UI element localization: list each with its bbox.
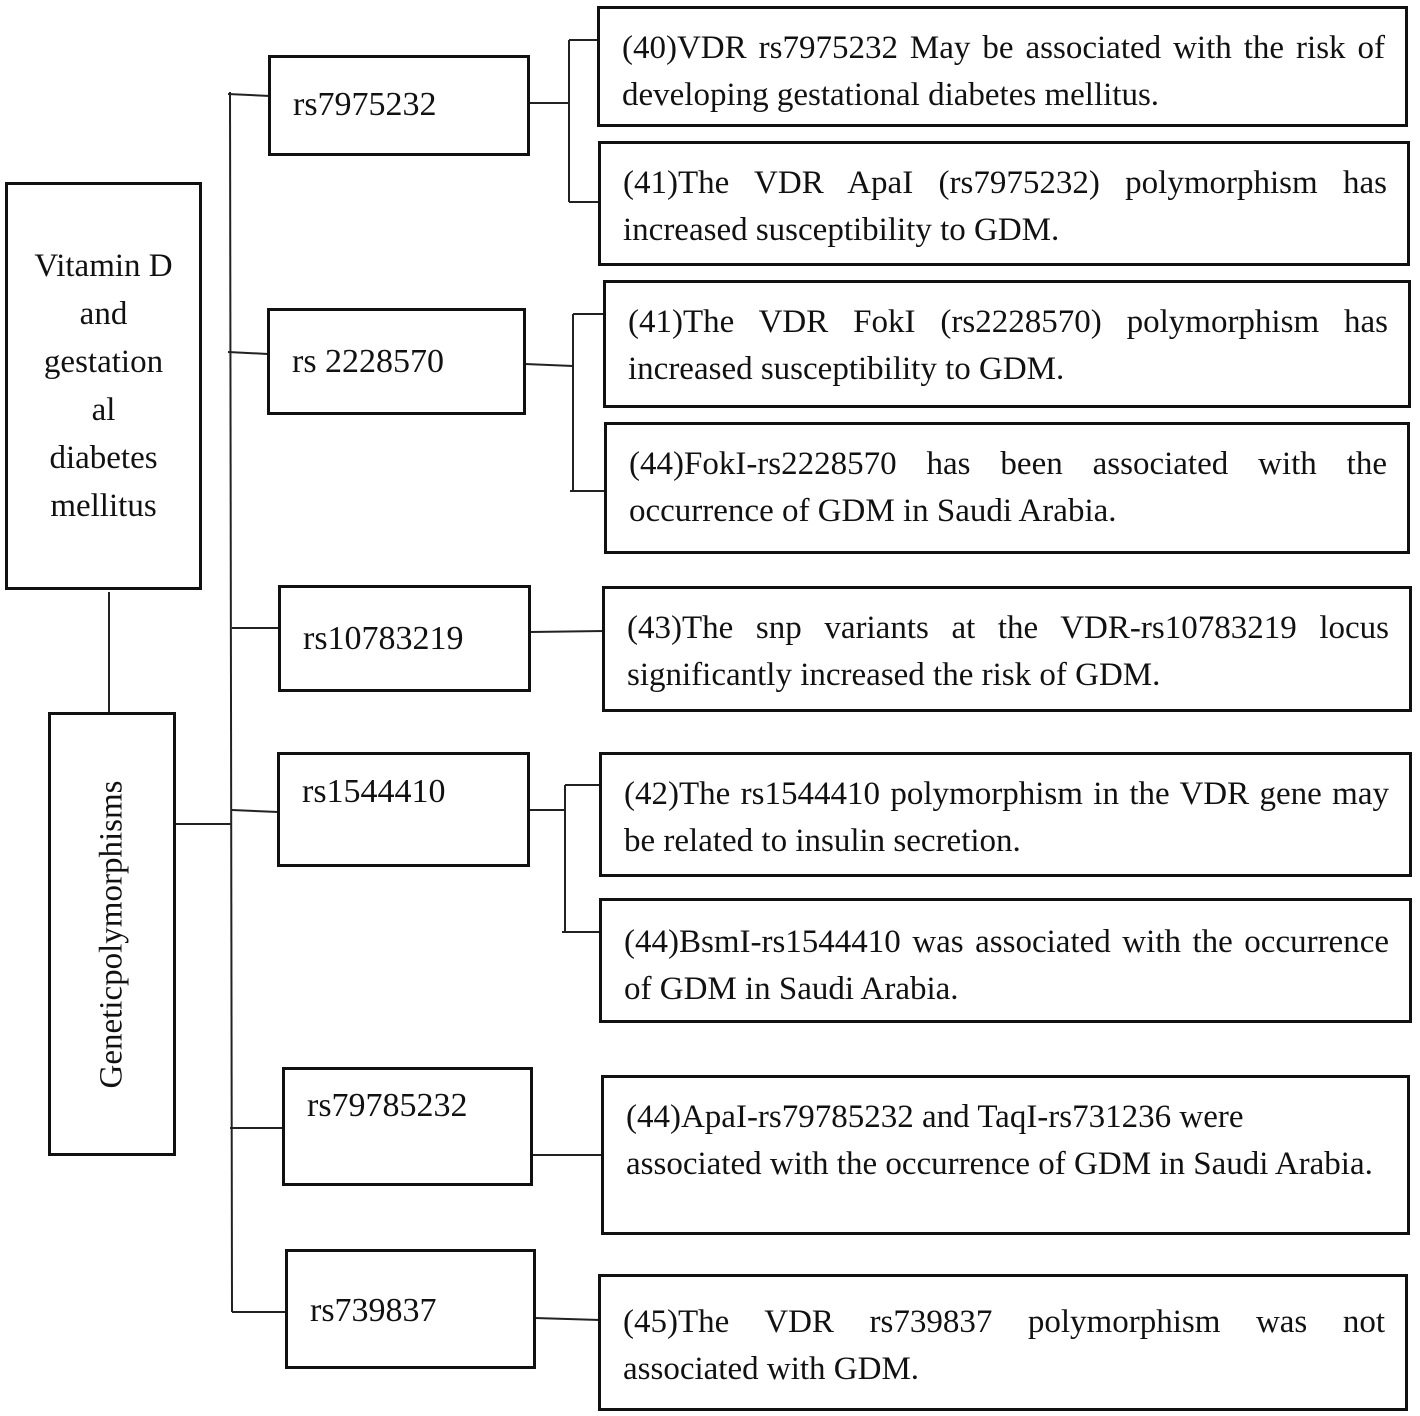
snp-node: rs7975232: [268, 55, 530, 156]
root-label: Vitamin D and gestation al diabetes mell…: [34, 248, 173, 524]
finding-node: (44)FokI-rs2228570 has been associated w…: [604, 422, 1410, 554]
snp-node: rs 2228570: [267, 308, 526, 415]
finding-text: (43)The snp variants at the VDR-rs107832…: [627, 610, 1389, 693]
snp-label: rs1544410: [302, 773, 446, 810]
snp-label: rs 2228570: [292, 343, 445, 380]
root-node: Vitamin D and gestation al diabetes mell…: [5, 182, 202, 590]
finding-text: (44)FokI-rs2228570 has been associated w…: [629, 446, 1387, 529]
snp-node: rs1544410: [277, 752, 530, 867]
finding-node: (45)The VDR rs739837 polymorphism was no…: [598, 1274, 1408, 1411]
finding-text: (44)ApaI-rs79785232 and TaqI-rs731236 we…: [626, 1099, 1373, 1182]
finding-node: (44)BsmI-rs1544410 was associated with t…: [599, 898, 1412, 1023]
snp-label: rs739837: [310, 1292, 437, 1329]
finding-node: (41)The VDR ApaI (rs7975232) polymorphis…: [598, 141, 1410, 266]
category-label-left: Genetic: [93, 985, 130, 1088]
finding-text: (42)The rs1544410 polymorphism in the VD…: [624, 776, 1389, 859]
finding-node: (40)VDR rs7975232 May be associated with…: [597, 6, 1408, 127]
finding-text: (45)The VDR rs739837 polymorphism was no…: [623, 1304, 1385, 1387]
finding-node: (42)The rs1544410 polymorphism in the VD…: [599, 752, 1412, 877]
finding-text: (44)BsmI-rs1544410 was associated with t…: [624, 924, 1389, 1007]
snp-node: rs79785232: [282, 1067, 533, 1186]
finding-node: (43)The snp variants at the VDR-rs107832…: [602, 586, 1412, 712]
snp-label: rs7975232: [293, 86, 437, 123]
finding-text: (41)The VDR ApaI (rs7975232) polymorphis…: [623, 165, 1387, 248]
snp-node: rs10783219: [278, 585, 531, 692]
snp-label: rs79785232: [307, 1087, 468, 1124]
category-label-right: polymorphisms: [93, 780, 130, 986]
snp-label: rs10783219: [303, 620, 464, 657]
finding-node: (44)ApaI-rs79785232 and TaqI-rs731236 we…: [601, 1075, 1410, 1235]
finding-node: (41)The VDR FokI (rs2228570) polymorphis…: [603, 280, 1411, 408]
snp-node: rs739837: [285, 1249, 536, 1369]
finding-text: (40)VDR rs7975232 May be associated with…: [622, 30, 1385, 113]
finding-text: (41)The VDR FokI (rs2228570) polymorphis…: [628, 304, 1388, 387]
category-node: Genetic polymorphisms: [48, 712, 176, 1156]
